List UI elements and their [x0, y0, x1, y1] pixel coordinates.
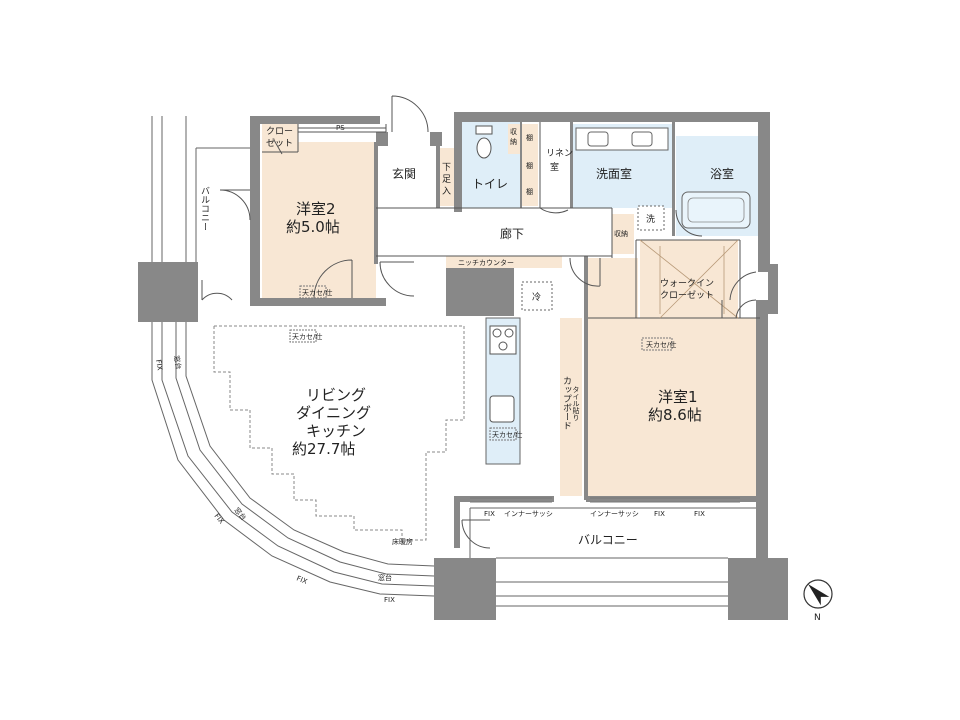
bottom-balcony-lines — [469, 507, 756, 559]
shoebox-fill — [436, 148, 454, 206]
floor-heating-label: 床暖房 — [392, 537, 413, 546]
linen-line1: リネン — [546, 148, 573, 159]
fridge-space — [521, 281, 553, 311]
burner-2 — [504, 328, 514, 338]
cupboard-line2: タイル貼り — [572, 386, 580, 421]
hatch-kitchen-label: 天カセ/仕 — [492, 430, 522, 439]
balcony-left-label: バルコニー — [199, 186, 210, 231]
cupboard-floor — [560, 318, 582, 496]
kitchen-sink — [489, 395, 515, 423]
walkin-line1: ウォークイン — [660, 278, 714, 289]
corridor-label: 廊下 — [500, 226, 524, 241]
toilet-tank — [475, 125, 493, 135]
ldk-size: 約27.7帖 — [292, 440, 355, 458]
ps-label: PS — [336, 124, 345, 132]
linen-line2: 室 — [550, 161, 559, 173]
western2-size: 約5.0帖 — [286, 218, 340, 236]
sill-curve-3: 窓台 — [378, 573, 392, 582]
fridge-label: 冷 — [532, 291, 541, 303]
curved-facade — [151, 322, 728, 607]
hatch-kitchen — [489, 427, 517, 441]
room-labels: 洋室2 約5.0帖 洋室1 約8.6帖 リビング ダイニング キッチン 約27.… — [154, 124, 734, 604]
shoebox-line1: 下 — [442, 163, 451, 173]
sink-1 — [587, 131, 609, 147]
fix-bottom: FIX — [384, 596, 395, 604]
hatch-ldk — [289, 329, 317, 343]
washroom-label: 洗面室 — [596, 166, 632, 181]
fix-curve-2: FIX — [212, 512, 225, 526]
inner-sash-2: インナーサッシ — [590, 510, 639, 518]
balcony-bottom-label: バルコニー — [578, 533, 638, 547]
toilet-label: トイレ — [472, 177, 508, 191]
floor-heating-outline — [213, 325, 465, 541]
burner-3 — [498, 341, 508, 351]
svg-text:N: N — [814, 613, 821, 623]
hatch-w2-label: 天カセ/仕 — [302, 288, 332, 297]
ldk-line1: リビング — [306, 386, 366, 404]
western1-name: 洋室1 — [658, 388, 698, 406]
shelf-fill — [522, 124, 538, 206]
shelf-3: 棚 — [526, 187, 533, 196]
fix-2: FIX — [654, 510, 665, 518]
sill-curve-1: 窓台 — [172, 355, 183, 370]
sill-curve-2: 窓台 — [232, 506, 248, 523]
closet-w2-floor — [262, 122, 298, 152]
hatch-w2 — [299, 285, 327, 299]
ldk-line2: ダイニング — [296, 404, 371, 422]
fix-3: FIX — [694, 510, 705, 518]
hatch-ldk-label: 天カセ/仕 — [292, 332, 322, 341]
compass-icon: N — [803, 579, 833, 623]
burner-1 — [492, 328, 502, 338]
cooktop — [489, 325, 517, 355]
washer-pan — [637, 205, 665, 231]
western2-name: 洋室2 — [296, 200, 336, 218]
bathtub-inner — [687, 197, 745, 223]
vanity — [575, 127, 669, 151]
door-swings — [201, 95, 757, 549]
hatch-w1 — [641, 337, 673, 351]
linen-floor — [540, 122, 572, 208]
toilet-fixture — [476, 137, 492, 159]
toilet-floor — [462, 122, 520, 208]
bathroom-label: 浴室 — [710, 166, 734, 181]
window-sashes — [470, 497, 740, 503]
storage-toilet-2: 納 — [510, 137, 517, 146]
entrance-floor — [376, 142, 436, 208]
fix-curve-1: FIX — [154, 359, 164, 371]
shelf-2: 棚 — [526, 161, 533, 170]
closet-line1: クロー — [266, 126, 293, 137]
storage-corridor: 収納 — [614, 229, 628, 238]
storage-toilet-fill — [508, 124, 520, 154]
storage-toilet-1: 収 — [510, 128, 517, 136]
niche-counter-fill — [446, 256, 562, 268]
fix-1: FIX — [484, 510, 495, 518]
cupboard-line1: カップボード — [561, 376, 572, 430]
closet-line2: ゼット — [266, 137, 293, 149]
left-balcony-lines — [151, 116, 250, 262]
sink-2 — [631, 131, 653, 147]
shoebox-line2: 足 — [442, 174, 451, 185]
shoebox-line3: 入 — [442, 186, 451, 197]
inner-sash-1: インナーサッシ — [504, 510, 553, 518]
walls — [138, 112, 788, 620]
niche-counter-label: ニッチカウンター — [458, 258, 514, 267]
shelf-1: 棚 — [526, 133, 533, 142]
walkin-line2: クローゼット — [660, 289, 714, 301]
storage-corridor-fill — [612, 214, 634, 254]
ldk-line3: キッチン — [306, 422, 366, 440]
entrance-label: 玄関 — [392, 166, 416, 181]
bathtub — [681, 191, 751, 229]
fix-curve-3: FIX — [295, 574, 308, 586]
western1-size: 約8.6帖 — [648, 406, 702, 424]
hatch-w1-label: 天カセ/仕 — [646, 340, 676, 349]
washer-label: 洗 — [646, 213, 655, 225]
